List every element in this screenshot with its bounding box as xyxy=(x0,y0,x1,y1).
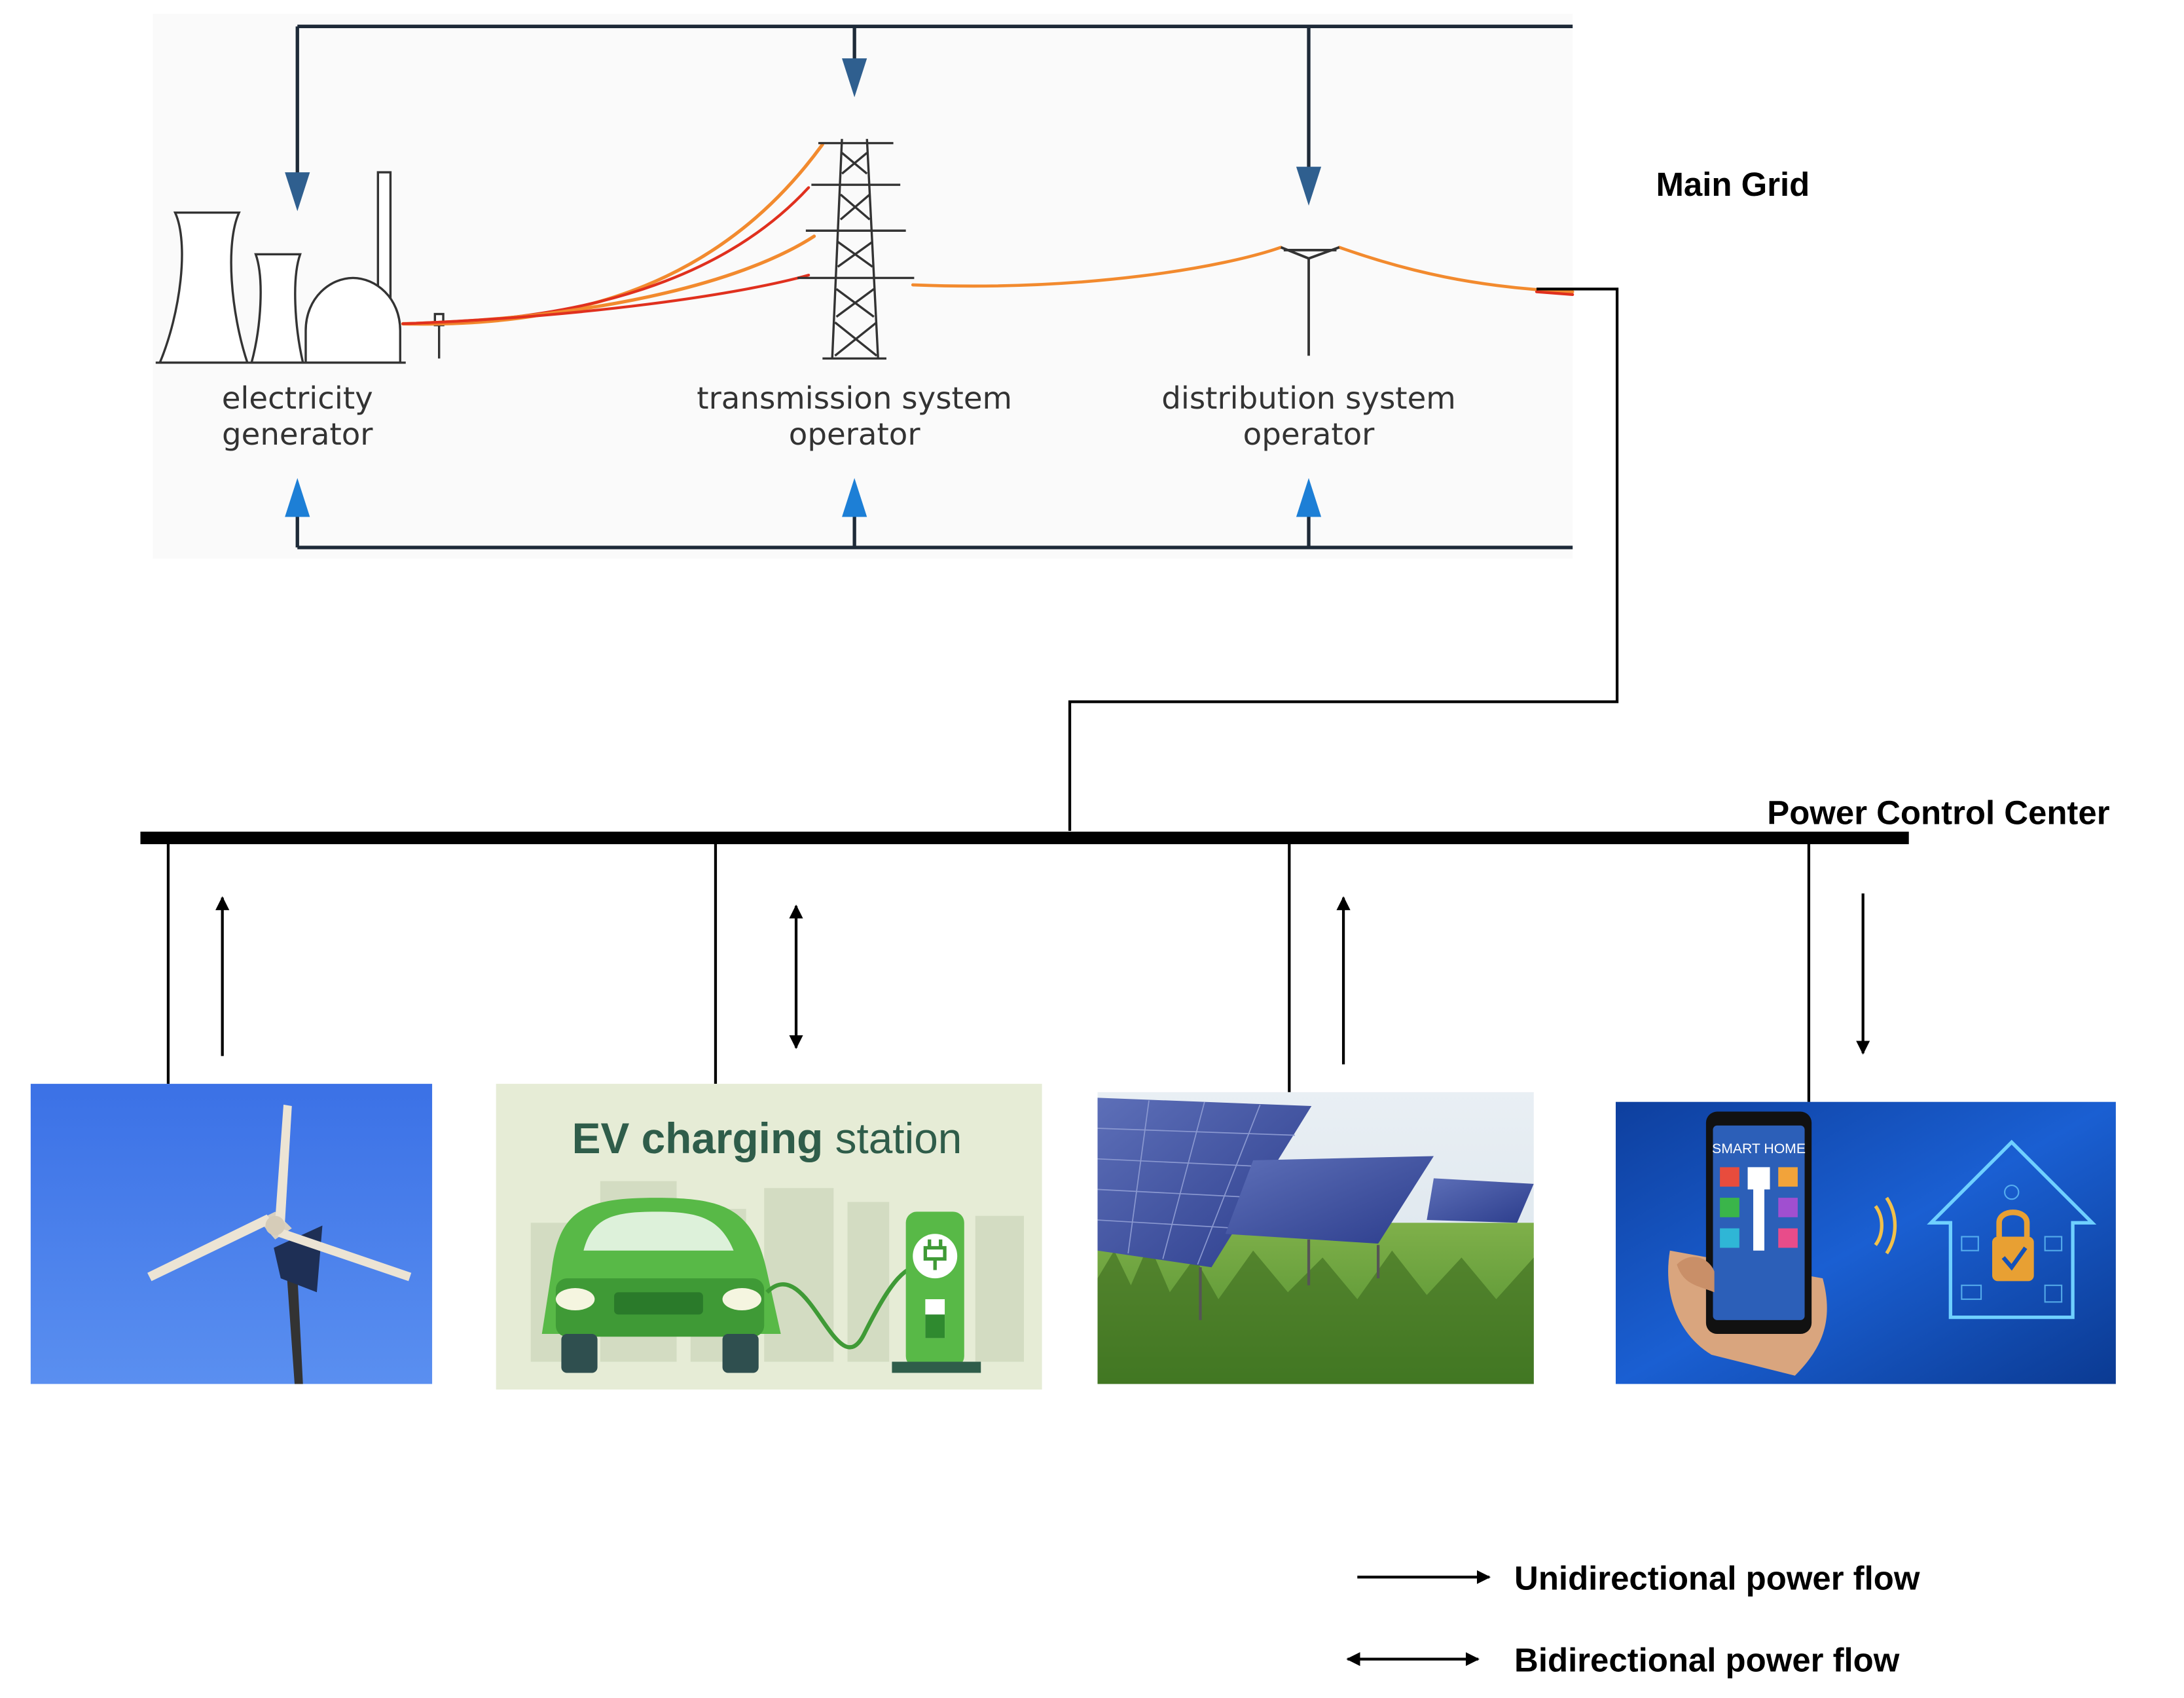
ev-charging-station-image: EV charging station xyxy=(496,1084,1042,1390)
arrow-down-dso xyxy=(1296,166,1322,206)
power-lines xyxy=(401,143,1574,326)
arrow-up-tso xyxy=(842,477,867,517)
smart-home-image: SMART HOME xyxy=(1615,1101,2116,1384)
smart-home-phone-label: SMART HOME xyxy=(1712,1141,1806,1156)
distribution-pole-icon xyxy=(1280,246,1340,356)
tso-label-line2: operator xyxy=(789,417,921,452)
tso-label-line1: transmission system xyxy=(697,381,1012,416)
control-center-label: Power Control Center xyxy=(1767,794,2109,831)
arrow-down-generator xyxy=(285,172,310,212)
dso-label-line2: operator xyxy=(1243,417,1375,452)
bus-drop-lines xyxy=(166,838,1811,1102)
main-grid-panel: electricity generator transmission syste… xyxy=(153,14,1574,559)
grid-to-control-connector xyxy=(1068,287,1619,831)
legend-unidirectional-label: Unidirectional power flow xyxy=(1514,1559,1920,1596)
dso-label-line1: distribution system xyxy=(1161,381,1456,416)
ev-caption: EV charging station xyxy=(572,1114,962,1162)
flow-arrows xyxy=(215,893,1870,1065)
solar-farm-image xyxy=(1097,1092,1534,1384)
arrow-up-generator xyxy=(285,477,310,517)
power-plant-icon xyxy=(155,171,445,364)
wind-turbine-image xyxy=(30,1084,433,1384)
arrow-down-tso xyxy=(842,58,867,98)
arrow-up-dso xyxy=(1296,477,1322,517)
legend: Unidirectional power flow Bidirectional … xyxy=(1346,1559,1920,1679)
main-grid-title: Main Grid xyxy=(1656,166,1810,203)
top-control-line xyxy=(285,24,1573,212)
bottom-control-line xyxy=(285,477,1573,549)
grid-component-labels: electricity generator transmission syste… xyxy=(222,381,1456,452)
transmission-tower-icon xyxy=(797,139,915,360)
ev-caption-bold: EV charging xyxy=(572,1114,824,1162)
generator-label-line2: generator xyxy=(222,417,373,452)
generator-label-line1: electricity xyxy=(222,381,373,416)
legend-bidirectional-label: Bidirectional power flow xyxy=(1514,1642,1900,1679)
ev-caption-light: station xyxy=(835,1114,962,1162)
